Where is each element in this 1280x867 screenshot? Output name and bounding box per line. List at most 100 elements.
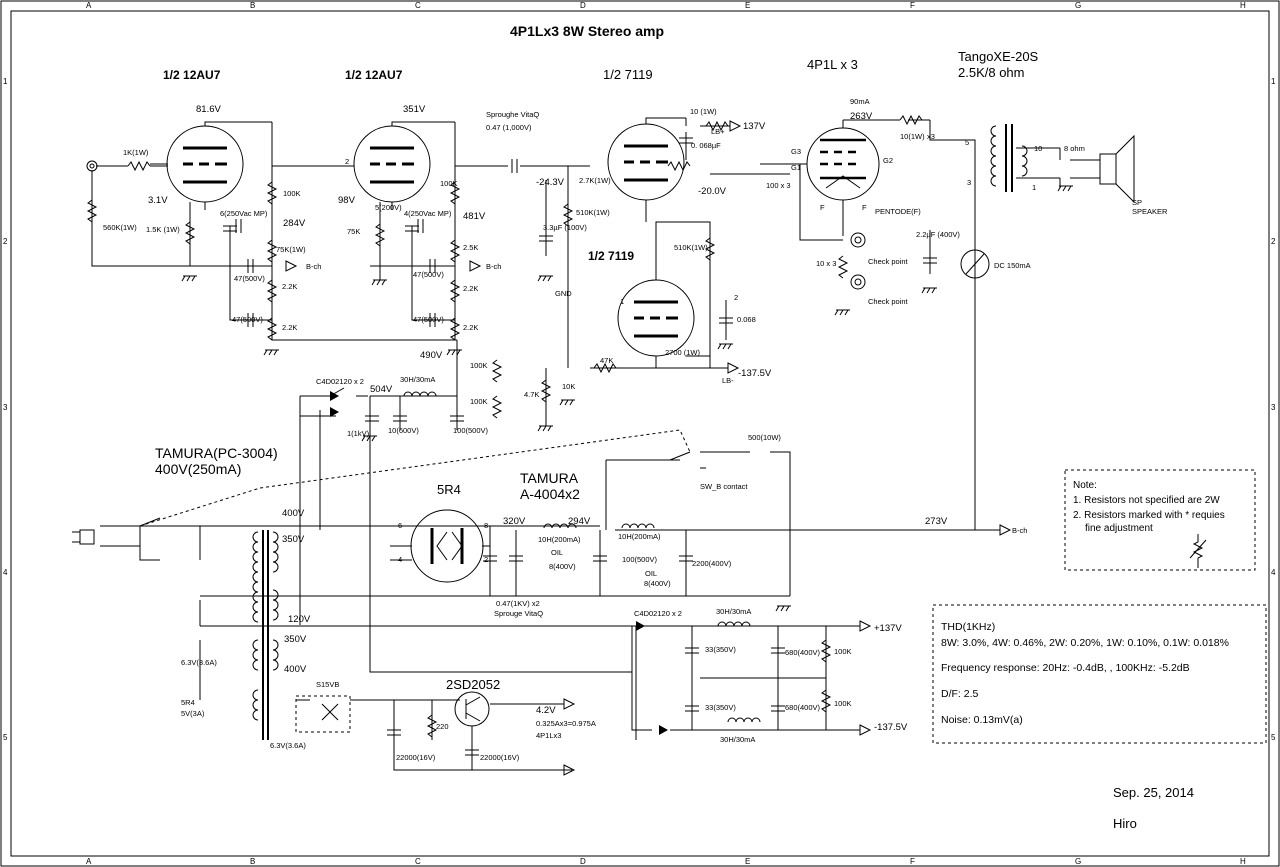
net-arrow-icon: [999, 524, 1012, 536]
border-row-label: 5: [1271, 733, 1276, 742]
specs-box: THD(1KHz) 8W: 3.0%, 4W: 0.46%, 2W: 0.20%…: [932, 604, 1267, 744]
component-label: 481V: [463, 211, 486, 222]
capacitor: [771, 705, 785, 712]
power-transformer-rating: 400V(250mA): [155, 461, 241, 477]
component-label: 2.2K: [282, 323, 297, 332]
bridge-diodes-icon: [321, 703, 339, 721]
stage-v4-heading: 1/2 7119: [588, 249, 634, 263]
border-col-label: E: [745, 857, 750, 866]
net-arrow-icon: [727, 362, 740, 374]
component-label: 8(400V): [549, 562, 576, 571]
thd-heading: THD(1KHz): [941, 621, 995, 633]
component-label: SW_B contact: [700, 482, 748, 491]
tube-v2: [353, 121, 455, 210]
note-line-2: 2. Resistors marked with * requies: [1073, 510, 1225, 521]
border-col-label: C: [415, 1, 421, 10]
component-label: 680(400V): [785, 703, 821, 712]
stage-v1-heading: 1/2 12AU7: [163, 68, 221, 82]
ground-symbol: [446, 349, 462, 356]
border-row-label: 3: [1271, 403, 1276, 412]
border-col-label: A: [86, 857, 92, 866]
component-label: 6(250Vac MP): [220, 209, 268, 218]
choke-coil: [621, 523, 655, 529]
component-label: 4: [398, 555, 402, 564]
resistor: [899, 114, 923, 126]
capacitor: [405, 225, 419, 232]
component-label: 504V: [370, 384, 393, 395]
capacitor: [465, 749, 479, 756]
component-label: 2: [345, 157, 349, 166]
component-label: 490V: [420, 350, 443, 361]
note-title: Note:: [1073, 480, 1097, 491]
transformer-windings: [252, 125, 1028, 723]
resistor: [127, 160, 151, 172]
power-plug-icon: [72, 529, 95, 545]
schematic-title: 4P1Lx3 8W Stereo amp: [510, 23, 664, 39]
power-transformer-core: [262, 530, 269, 740]
border-col-label: G: [1075, 1, 1081, 10]
component-label: C4D02120 x 2: [316, 377, 364, 386]
border-col-label: H: [1240, 1, 1246, 10]
capacitor: [923, 257, 937, 264]
component-label: G2: [883, 156, 893, 165]
component-label: 47(500V): [232, 315, 263, 324]
regulator-transistor-label: 2SD2052: [446, 677, 500, 692]
choke-part-number: A-4004x2: [520, 486, 580, 502]
diode-icon: [330, 407, 339, 417]
border-row-label: 1: [1271, 77, 1276, 86]
ground-symbol: [775, 605, 791, 612]
ground-symbol: [263, 349, 279, 356]
capacitor: [509, 555, 523, 562]
resistor: [449, 279, 461, 303]
border-col-label: D: [580, 857, 586, 866]
transformer-labels: TAMURA(PC-3004) 400V(250mA) TAMURA A-400…: [155, 445, 580, 692]
capacitor: [417, 219, 424, 233]
winding: [252, 531, 259, 623]
component-label: -20.0V: [698, 186, 727, 197]
component-label: B-ch: [306, 262, 321, 271]
component-label: 0.068: [737, 315, 756, 324]
resistor: [820, 639, 832, 663]
capacitor: [719, 317, 733, 324]
component-label: 0. 068µF: [691, 141, 721, 150]
winding: [272, 589, 279, 621]
rectifier-tube-label: 5R4: [437, 482, 461, 497]
component-label: OIL: [551, 548, 563, 557]
component-label: -137.5V: [738, 368, 772, 379]
component-label: 47(500V): [413, 315, 444, 324]
resistor: [704, 237, 716, 261]
border-col-label: A: [86, 1, 92, 10]
component-label: 4.7K: [524, 390, 539, 399]
resistor: [266, 239, 278, 263]
component-label: 263V: [850, 111, 873, 122]
component-label: 350V: [284, 634, 307, 645]
component-label: LB+: [711, 127, 725, 136]
component-label: G1: [791, 163, 801, 172]
component-label: 75K(1W): [276, 245, 306, 254]
component-label: 10 (1W): [690, 107, 717, 116]
component-label: 100K: [834, 699, 852, 708]
component-label: 10H(200mA): [618, 532, 661, 541]
border-col-label: F: [910, 1, 915, 10]
component-label: 4P1Lx3: [536, 731, 561, 740]
border-col-label: D: [580, 1, 586, 10]
speaker-icon: [1099, 134, 1135, 204]
resistor: [449, 317, 461, 341]
border-row-label: 1: [3, 77, 8, 86]
component-label: 0.47 (1,000V): [486, 123, 532, 132]
resistor: [266, 181, 278, 205]
component-label: 100K: [440, 179, 458, 188]
component-label: 3.3µF (100V): [543, 223, 587, 232]
component-label: 8: [484, 521, 488, 530]
dc-meter-icon: [960, 249, 990, 279]
component-label: 351V: [403, 104, 426, 115]
resistor: [449, 181, 461, 205]
component-label: 4(250Vac MP): [404, 209, 452, 218]
author-name: Hiro: [1113, 816, 1137, 831]
component-label: 10H(200mA): [538, 535, 581, 544]
component-label: 10K: [562, 382, 575, 391]
border-col-label: H: [1240, 857, 1246, 866]
